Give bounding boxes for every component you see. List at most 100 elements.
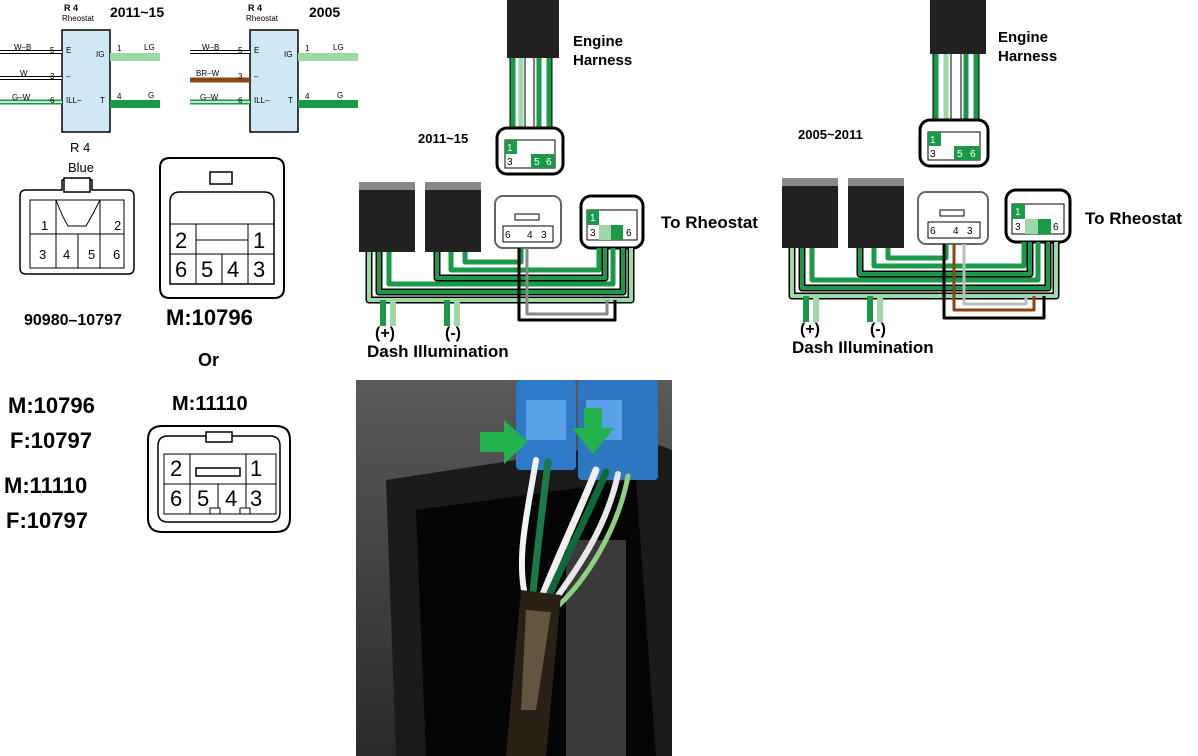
schematic-subtitle: Rheostat — [246, 14, 279, 23]
terminal-name: T — [100, 96, 105, 105]
wire-label: W–B — [202, 43, 220, 52]
pairing-male: M:11110 — [4, 473, 88, 498]
terminal-name: E — [254, 46, 260, 55]
connector-photo — [356, 380, 672, 756]
pin-label: 5 — [957, 149, 963, 160]
pairing-female: F:10797 — [6, 508, 88, 533]
pin-label: 3 — [253, 257, 266, 282]
pin-label: 3 — [930, 149, 936, 160]
harness-diagram-2011 — [359, 0, 645, 326]
pin-label: 4 — [63, 247, 71, 262]
pin-label: 6 — [930, 226, 936, 237]
minus-label: (-) — [870, 321, 886, 338]
pin-number: 6 — [50, 96, 55, 105]
pin-label: 6 — [175, 257, 188, 282]
harness-diagram-2005 — [782, 0, 1072, 322]
engine-harness-label: Engine Harness — [998, 28, 1057, 66]
harness-year: 2005~2011 — [798, 127, 863, 142]
minus-label: (-) — [445, 325, 461, 342]
pin-number: 3 — [238, 72, 243, 81]
wire-label: LG — [144, 43, 155, 52]
engine-label-line: Engine — [998, 29, 1049, 46]
terminal-name: T — [288, 96, 293, 105]
pin-label: 2 — [114, 218, 122, 233]
pin-label: 6 — [970, 149, 976, 160]
pin-label: 6 — [1053, 222, 1059, 233]
engine-label-line: Harness — [573, 52, 633, 69]
r4-color: Blue — [68, 160, 95, 175]
terminal-name: – — [254, 72, 259, 81]
dash-illumination-label: Dash Illumination — [367, 342, 509, 361]
schematic-year: 2005 — [309, 4, 341, 20]
connector-m10796-outline — [159, 157, 285, 299]
wire-label: BR–W — [196, 69, 220, 78]
pin-number: 4 — [305, 92, 310, 101]
harness-pin-labels-2005: 1 3 5 6 6 4 3 1 3 6 — [930, 135, 1059, 237]
schematic-component: R 4 — [64, 3, 79, 13]
dash-illumination-label: Dash Illumination — [792, 338, 934, 357]
pin-label: 6 — [626, 228, 632, 239]
pin-label: 3 — [250, 486, 263, 511]
r4-label: R 4 — [70, 140, 91, 155]
wire-label: W — [20, 69, 28, 78]
pin-label: 1 — [250, 456, 263, 481]
pin-number: 5 — [50, 46, 55, 55]
pin-number: 4 — [117, 92, 122, 101]
pin-label: 2 — [175, 228, 188, 253]
terminal-name: ILL– — [254, 96, 270, 105]
pin-label: 2 — [170, 456, 183, 481]
arrow-icon — [480, 420, 528, 464]
terminal-name: IG — [284, 50, 293, 59]
terminal-name: E — [66, 46, 72, 55]
pin-label: 3 — [507, 157, 513, 168]
schematic-subtitle: Rheostat — [62, 14, 95, 23]
schematic-year: 2011~15 — [110, 4, 165, 20]
engine-label-line: Engine — [573, 33, 624, 50]
pin-label: 4 — [225, 486, 238, 511]
wire-label: G — [337, 91, 344, 100]
plus-label: (+) — [375, 325, 395, 342]
pin-label: 6 — [113, 247, 121, 262]
part-number: 90980–10797 — [24, 312, 122, 329]
pin-label: 6 — [170, 486, 183, 511]
pin-label: 3 — [39, 247, 47, 262]
harness-pin-labels-2011: 1 3 5 6 6 4 3 1 3 6 — [505, 143, 632, 241]
pin-number: 1 — [117, 44, 122, 53]
terminal-name: – — [66, 72, 71, 81]
engine-label-line: Harness — [998, 48, 1058, 65]
pin-label: 1 — [507, 143, 513, 154]
terminal-name: IG — [96, 50, 105, 59]
pin-label: 6 — [546, 157, 552, 168]
terminal-name: ILL– — [66, 96, 82, 105]
pin-label: 4 — [227, 257, 240, 282]
pairing-male: M:10796 — [8, 393, 95, 418]
connector-m11110-outline — [147, 425, 291, 533]
wire-label: G — [148, 91, 155, 100]
engine-harness-label: Engine Harness — [573, 32, 632, 70]
pin-label: 5 — [197, 486, 210, 511]
to-rheostat-label: To Rheostat — [661, 213, 758, 232]
pin-label: 3 — [967, 226, 973, 237]
pin-label: 3 — [1015, 222, 1021, 233]
schematic-2011 — [0, 29, 160, 133]
pin-label: 3 — [590, 228, 596, 239]
schematic-2005 — [190, 29, 358, 133]
harness-year: 2011~15 — [418, 131, 469, 146]
connector-female-outline — [19, 177, 135, 275]
pin-label: 4 — [953, 226, 959, 237]
pin-number: 3 — [50, 72, 55, 81]
plus-label: (+) — [800, 321, 820, 338]
wire-label: LG — [333, 43, 344, 52]
wire-label: G–W — [200, 93, 219, 102]
pin-label: 4 — [527, 230, 533, 241]
wire-label: G–W — [12, 93, 31, 102]
pin-label: 1 — [41, 218, 49, 233]
schematic-component: R 4 — [248, 3, 263, 13]
connector-label: M:11110 — [172, 393, 248, 415]
pin-label: 1 — [253, 228, 266, 253]
pin-number: 6 — [238, 96, 243, 105]
pin-label: 1 — [930, 135, 936, 146]
or-text: Or — [198, 350, 220, 370]
pin-label: 5 — [534, 157, 540, 168]
pin-label: 5 — [201, 257, 214, 282]
